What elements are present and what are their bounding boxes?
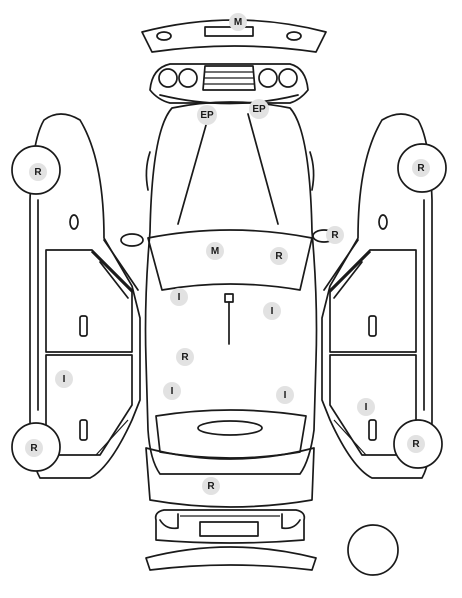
marker-circle [25, 439, 43, 457]
marker-circle [229, 13, 247, 31]
right-side-view [321, 113, 433, 479]
left-rear-wheel-marker: R [25, 439, 43, 457]
headlight-right-marker: EP [249, 99, 269, 119]
front-bumper [141, 19, 327, 53]
marker-circle [206, 242, 224, 260]
right-rear-door-marker: I [357, 398, 375, 416]
marker-label: I [178, 292, 181, 303]
rear-bumper [145, 546, 317, 571]
marker-label: R [417, 163, 425, 174]
marker-label: R [275, 251, 283, 262]
right-mirror-marker: R [326, 226, 344, 244]
marker-circle [163, 382, 181, 400]
marker-circle [326, 226, 344, 244]
front-view [149, 63, 309, 105]
roof-left-front-marker: I [170, 288, 188, 306]
rear-view [154, 509, 306, 544]
marker-circle [29, 163, 47, 181]
roof-left-rear-marker: I [163, 382, 181, 400]
left-front-wheel-marker: R [29, 163, 47, 181]
marker-label: EP [252, 104, 266, 115]
marker-circle [276, 386, 294, 404]
marker-label: I [271, 306, 274, 317]
car-top-view [120, 101, 336, 475]
spare-wheel [347, 524, 399, 576]
marker-circle [55, 370, 73, 388]
marker-circle [357, 398, 375, 416]
roof-right-front-marker: I [263, 302, 281, 320]
marker-label: I [365, 402, 368, 413]
windshield-marker-r: R [270, 247, 288, 265]
damage-markers: M EP EP R R R R R M R I I R I I R I I [25, 13, 430, 495]
marker-circle [270, 247, 288, 265]
marker-circle [263, 302, 281, 320]
marker-circle [202, 477, 220, 495]
left-rear-door-marker: I [55, 370, 73, 388]
marker-label: I [284, 390, 287, 401]
roof-right-rear-marker: I [276, 386, 294, 404]
marker-label: M [211, 246, 219, 257]
right-rear-wheel-marker: R [407, 435, 425, 453]
marker-circle [176, 348, 194, 366]
marker-label: R [412, 439, 420, 450]
marker-circle [412, 159, 430, 177]
marker-label: M [234, 17, 242, 28]
marker-circle [197, 105, 217, 125]
marker-label: I [171, 386, 174, 397]
windshield-marker-m: M [206, 242, 224, 260]
marker-circle [407, 435, 425, 453]
marker-circle [249, 99, 269, 119]
trunk [145, 447, 315, 508]
marker-label: R [331, 230, 339, 241]
marker-label: R [181, 352, 189, 363]
right-front-wheel-marker: R [412, 159, 430, 177]
marker-label: R [34, 167, 42, 178]
trunk-marker: R [202, 477, 220, 495]
marker-label: R [30, 443, 38, 454]
marker-label: EP [200, 110, 214, 121]
marker-circle [170, 288, 188, 306]
front-bumper-marker: M [229, 13, 247, 31]
marker-label: R [207, 481, 215, 492]
headlight-left-marker: EP [197, 105, 217, 125]
roof-center-marker: R [176, 348, 194, 366]
marker-label: I [63, 374, 66, 385]
